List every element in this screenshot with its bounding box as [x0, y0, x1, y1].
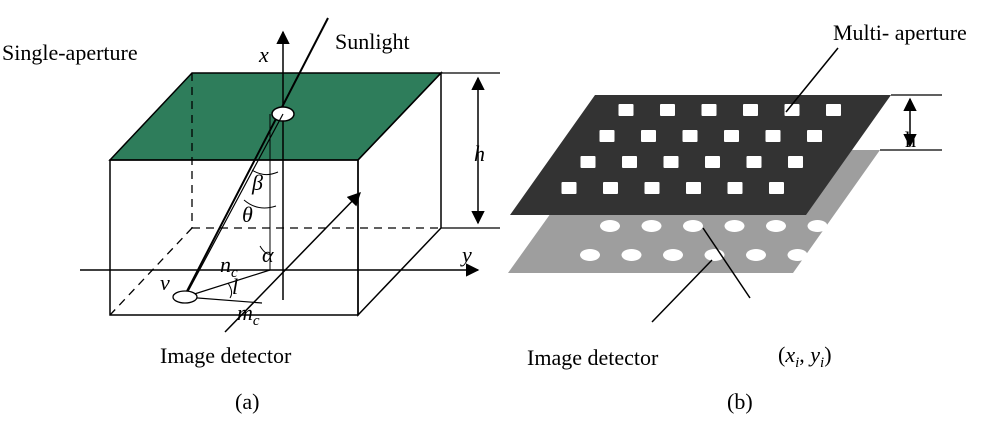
mc-label: mc [237, 300, 260, 329]
aperture-hole [641, 130, 656, 142]
beta-label: β [251, 170, 263, 195]
aperture-hole [826, 104, 841, 116]
spot-to-origin [184, 269, 271, 298]
aperture-hole [765, 130, 781, 142]
hidden-edges [109, 73, 441, 316]
light-spot [807, 220, 828, 232]
aperture-hole [622, 156, 637, 168]
nc-label: nc [220, 252, 238, 281]
y-axis-label: y [460, 242, 472, 267]
l-label: l [232, 274, 238, 299]
image-spot [172, 290, 198, 304]
detector-leader [651, 259, 713, 323]
light-spot [641, 220, 662, 232]
light-spot [787, 249, 808, 261]
light-spot [766, 220, 786, 232]
aperture-hole [746, 156, 762, 168]
caption-a: (a) [235, 389, 259, 414]
aperture-hole [599, 130, 615, 142]
caption-b: (b) [727, 389, 753, 414]
aperture-hole [580, 156, 596, 168]
aperture-hole [682, 130, 698, 142]
detector-label-a: Image detector [160, 343, 292, 368]
sunlight-ray [183, 17, 329, 298]
aperture-hole [686, 182, 701, 194]
sunlight-label: Sunlight [335, 29, 410, 54]
light-spot [600, 220, 620, 232]
multi-aperture-leader [785, 47, 839, 113]
panel-a: Single-aperture Sunlight x y h β θ α nc … [2, 17, 500, 414]
theta-label: θ [242, 202, 253, 227]
depth-axis [224, 192, 361, 333]
aperture-hole [727, 182, 743, 194]
aperture-hole [724, 130, 739, 142]
spot-to-mc [184, 296, 263, 304]
angle-arcs [227, 169, 279, 299]
ray-to-spot [184, 113, 284, 298]
aperture-hole [769, 182, 784, 194]
light-spot [724, 220, 745, 232]
light-spot [746, 249, 766, 261]
light-spot [683, 220, 703, 232]
alpha-label: α [262, 242, 274, 267]
aperture-hole [603, 182, 618, 194]
aperture-hole [663, 156, 679, 168]
aperture-hole [807, 130, 822, 142]
aperture-hole [784, 104, 800, 116]
aperture-hole [644, 182, 660, 194]
light-spot [580, 249, 600, 261]
height-label: h [474, 141, 485, 166]
aperture-hole [788, 156, 803, 168]
single-aperture-label: Single-aperture [2, 40, 138, 65]
light-spot [621, 249, 642, 261]
detector-spots [580, 220, 828, 261]
aperture-hole [618, 104, 634, 116]
aperture-hole [660, 104, 675, 116]
multi-aperture-label: Multi- aperture [833, 20, 967, 45]
aperture-hole [705, 156, 720, 168]
gap-h-label: h [905, 127, 916, 152]
x-axis-label: x [258, 42, 269, 67]
mask-holes [561, 104, 841, 194]
pixel-coordinate-label: (xi, yi) [778, 342, 832, 371]
light-spot [663, 249, 683, 261]
aperture-hole [561, 182, 577, 194]
spot-leader [702, 227, 751, 299]
detector-label-b: Image detector [527, 345, 659, 370]
aperture-hole [701, 104, 717, 116]
panel-b: Multi- aperture h Image detector (xi, yi… [508, 20, 967, 414]
v-label: v [160, 270, 170, 295]
aperture-hole [743, 104, 758, 116]
